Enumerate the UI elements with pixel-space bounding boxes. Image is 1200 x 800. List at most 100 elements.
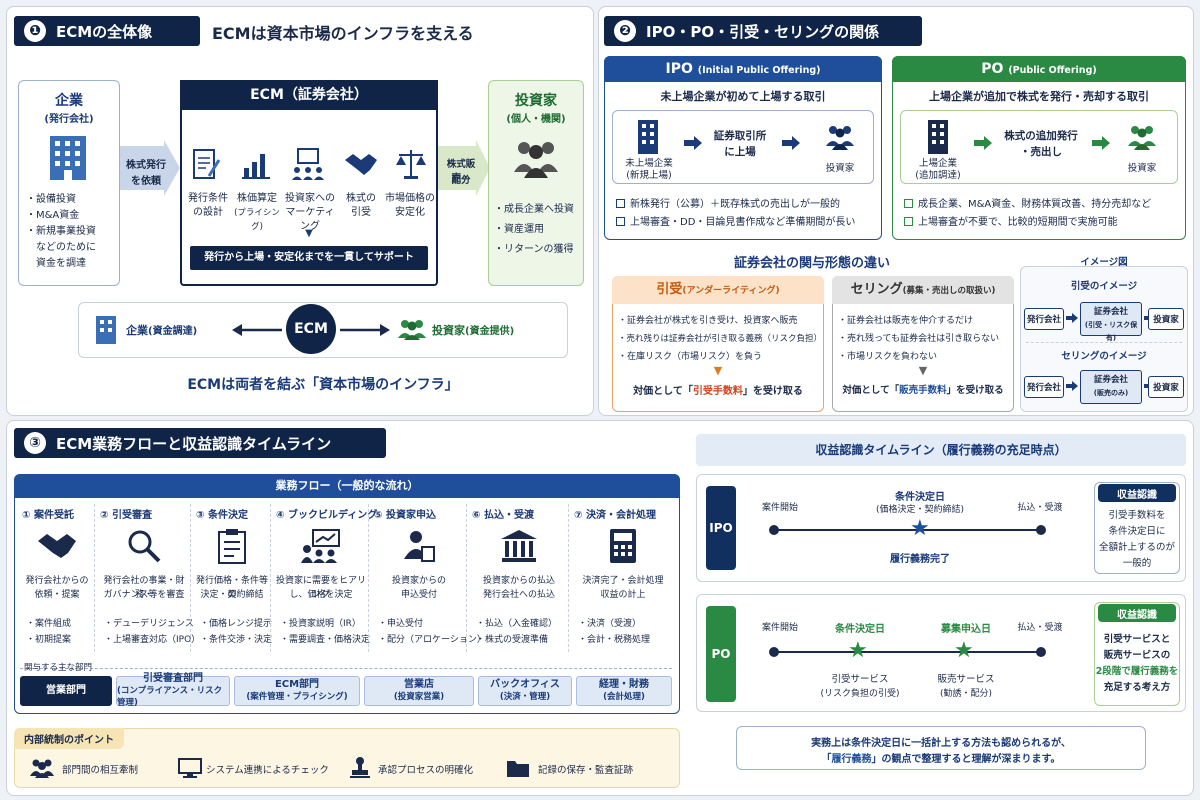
po-desc: 上場企業が追加で株式を発行・売却する取引 bbox=[929, 90, 1149, 103]
ecm-item-label: 投資家へのマーケティング bbox=[282, 192, 338, 234]
po-rec-line: 充足する考え方 bbox=[1103, 682, 1171, 693]
dept-name: 営業店 bbox=[404, 679, 434, 690]
investors-group-icon bbox=[826, 124, 854, 150]
flow-step-desc: 投資家からの bbox=[391, 576, 446, 586]
company-title: 企業 bbox=[55, 93, 83, 109]
bridge-investor-sub: (資金提供) bbox=[465, 326, 515, 337]
image-sec1-title: 証券会社 bbox=[1093, 307, 1128, 317]
dept-ecm: ECM部門(案件管理・プライシング) bbox=[234, 676, 360, 706]
timeline-note-box bbox=[736, 726, 1146, 770]
investors-group-icon bbox=[1128, 124, 1156, 150]
arrow1-label2: を依頼 bbox=[131, 176, 161, 187]
flow-step-title: ⑦ 決済・会計処理 bbox=[574, 510, 656, 521]
selling-fee-highlight: 販売手数料 bbox=[899, 385, 947, 396]
investor-box bbox=[488, 80, 584, 286]
ipo-rec-line: 全額計上するのが bbox=[1098, 542, 1175, 553]
flow-step-title: ③ 条件決定 bbox=[196, 510, 248, 521]
stamp-icon bbox=[350, 756, 370, 778]
scale-icon bbox=[396, 148, 426, 180]
ecm-item-line: マーケティング bbox=[285, 207, 335, 232]
document-pen-icon bbox=[192, 148, 222, 180]
ecm-item-line: 発行条件 bbox=[188, 193, 228, 204]
timeline-po-s2: 販売サービス(勧誘・配分) bbox=[916, 672, 1016, 702]
image-issuer: 発行会社 bbox=[1024, 376, 1064, 398]
flow-step-title: ⑤ 投資家申込 bbox=[374, 510, 436, 521]
divider bbox=[1026, 342, 1182, 343]
selling-fee: 対価として「販売手数料」を受け取る bbox=[832, 382, 1014, 396]
section2-number: ❷ bbox=[614, 20, 636, 42]
ipo-mid-line1: 証券取引所 bbox=[713, 130, 767, 142]
timeline-ipo-start: 案件開始 bbox=[761, 503, 798, 513]
dept-name: 引受審査部門 bbox=[143, 673, 203, 684]
timeline-ipo-mid-sub: (価格決定・契約締結) bbox=[875, 505, 965, 515]
po-title-sub: (Public Offering) bbox=[1008, 65, 1097, 76]
bridge-investor: 投資家(資金提供) bbox=[432, 322, 514, 338]
selling-title: セリング bbox=[850, 282, 903, 297]
ipo-check-item: 新株発行（公募）＋既存株式の売出しが一般的 bbox=[616, 196, 855, 214]
building-icon bbox=[94, 314, 118, 344]
flow-step-divider bbox=[466, 504, 467, 652]
bridge-ecm-circle: ECM bbox=[286, 304, 336, 354]
star-icon: ★ bbox=[910, 516, 930, 541]
timeline-end-dot bbox=[1036, 647, 1046, 657]
ecm-item-label: 発行条件の設計 bbox=[184, 192, 232, 220]
timeline-po-mid2: 募集申込日 bbox=[941, 624, 991, 635]
flow-step-divider bbox=[568, 504, 569, 652]
ipo-mid-label: 証券取引所に上場 bbox=[704, 128, 776, 160]
company-subtitle: (発行会社) bbox=[44, 114, 94, 125]
po-mid-line2: ・売出し bbox=[1020, 146, 1062, 158]
section3-header: ③ ECM業務フローと収益認識タイムライン bbox=[14, 428, 386, 458]
flow-step-bullet: ・案件組成 bbox=[26, 619, 72, 629]
flow-step-desc: 発行価格・条件等の bbox=[195, 576, 268, 600]
investor-bullet: ・成長企業へ投資 bbox=[494, 204, 574, 215]
image-title: イメージ図 bbox=[1080, 257, 1128, 268]
flow-step-bullet: ・条件交渉・決定 bbox=[200, 635, 273, 645]
control-box bbox=[14, 728, 680, 788]
ipo-rec-line: 一般的 bbox=[1122, 558, 1152, 569]
image-issuer: 発行会社 bbox=[1024, 308, 1064, 330]
flow-step-desc: 発行会社の事業・財務・ bbox=[103, 576, 185, 600]
flow-step-bullet: ・申込受付 bbox=[378, 619, 424, 629]
flow-step-bullet: ・上場審査対応（IPO） bbox=[104, 635, 201, 645]
control-item: システム連携によるチェック bbox=[206, 765, 329, 776]
timeline-po-mid: 条件決定日 bbox=[835, 624, 885, 635]
bar-chart-icon bbox=[241, 148, 271, 180]
right-arrow-icon bbox=[1066, 381, 1078, 391]
timeline-ipo-done: 履行義務完了 bbox=[890, 554, 950, 565]
po-s1-title: 引受サービス bbox=[831, 674, 889, 685]
dept-sub: (投資家営業) bbox=[393, 692, 445, 702]
flow-step-desc: 投資家に需要をヒアリング bbox=[275, 576, 366, 600]
control-item: 承認プロセスの明確化 bbox=[378, 765, 474, 776]
timeline-ipo-end: 払込・受渡 bbox=[1017, 503, 1063, 513]
timeline-po-end: 払込・受渡 bbox=[1017, 623, 1063, 633]
dept-name: 営業部門 bbox=[46, 685, 86, 696]
dept-branch: 営業店 (投資家営業) bbox=[364, 676, 474, 706]
calculator-icon bbox=[603, 528, 643, 564]
flow-box bbox=[14, 474, 680, 714]
folder-icon bbox=[506, 758, 530, 778]
flow-step-desc: 決定・契約締結 bbox=[200, 590, 264, 600]
investor-title: 投資家 bbox=[515, 93, 557, 109]
timeline-note2: 「履行義務」の観点で整理すると理解が深まります。 bbox=[736, 750, 1146, 765]
selling-bullets: ・証券会社は販売を仲介するだけ ・売れ残っても証券会社は引き取らない ・市場リス… bbox=[838, 312, 999, 366]
po-right-label: 投資家 bbox=[1127, 163, 1157, 174]
down-arrow-icon: ▼ bbox=[305, 228, 313, 239]
section3-title: ECM業務フローと収益認識タイムライン bbox=[56, 434, 332, 453]
section1-header: ❶ ECMの全体像 bbox=[14, 16, 200, 46]
ipo-check-text: 上場審査・DD・目論見書作成など準備期間が長い bbox=[630, 217, 856, 228]
selling-title-sub: (募集・売出しの取扱い) bbox=[902, 286, 996, 296]
ipo-checks: 新株発行（公募）＋既存株式の売出しが一般的 上場審査・DD・目論見書作成など準備… bbox=[616, 196, 855, 232]
timeline-po-s1: 引受サービス(リスク負担の引受) bbox=[810, 672, 910, 702]
po-rec-line: 引受サービスと bbox=[1103, 634, 1171, 645]
selling-fee-post: 」を受け取る bbox=[946, 385, 1004, 396]
bridge-investor-label: 投資家 bbox=[432, 324, 465, 337]
ecm-support-bar: 発行から上場・安定化までを一貫してサポート bbox=[190, 246, 428, 270]
flow-step-bullet: ・需要調査・価格決定 bbox=[280, 635, 371, 645]
po-title: PO bbox=[981, 61, 1004, 77]
star-icon: ★ bbox=[954, 638, 974, 663]
po-left-label: 上場企業(追加調達) bbox=[906, 158, 970, 182]
image-h2: セリングのイメージ bbox=[1061, 351, 1147, 362]
ecm-item-line: (プライシング) bbox=[234, 208, 280, 232]
hikiuke-title-sub: (アンダーライティング) bbox=[682, 286, 780, 296]
timeline-po-tag: PO bbox=[706, 606, 736, 702]
